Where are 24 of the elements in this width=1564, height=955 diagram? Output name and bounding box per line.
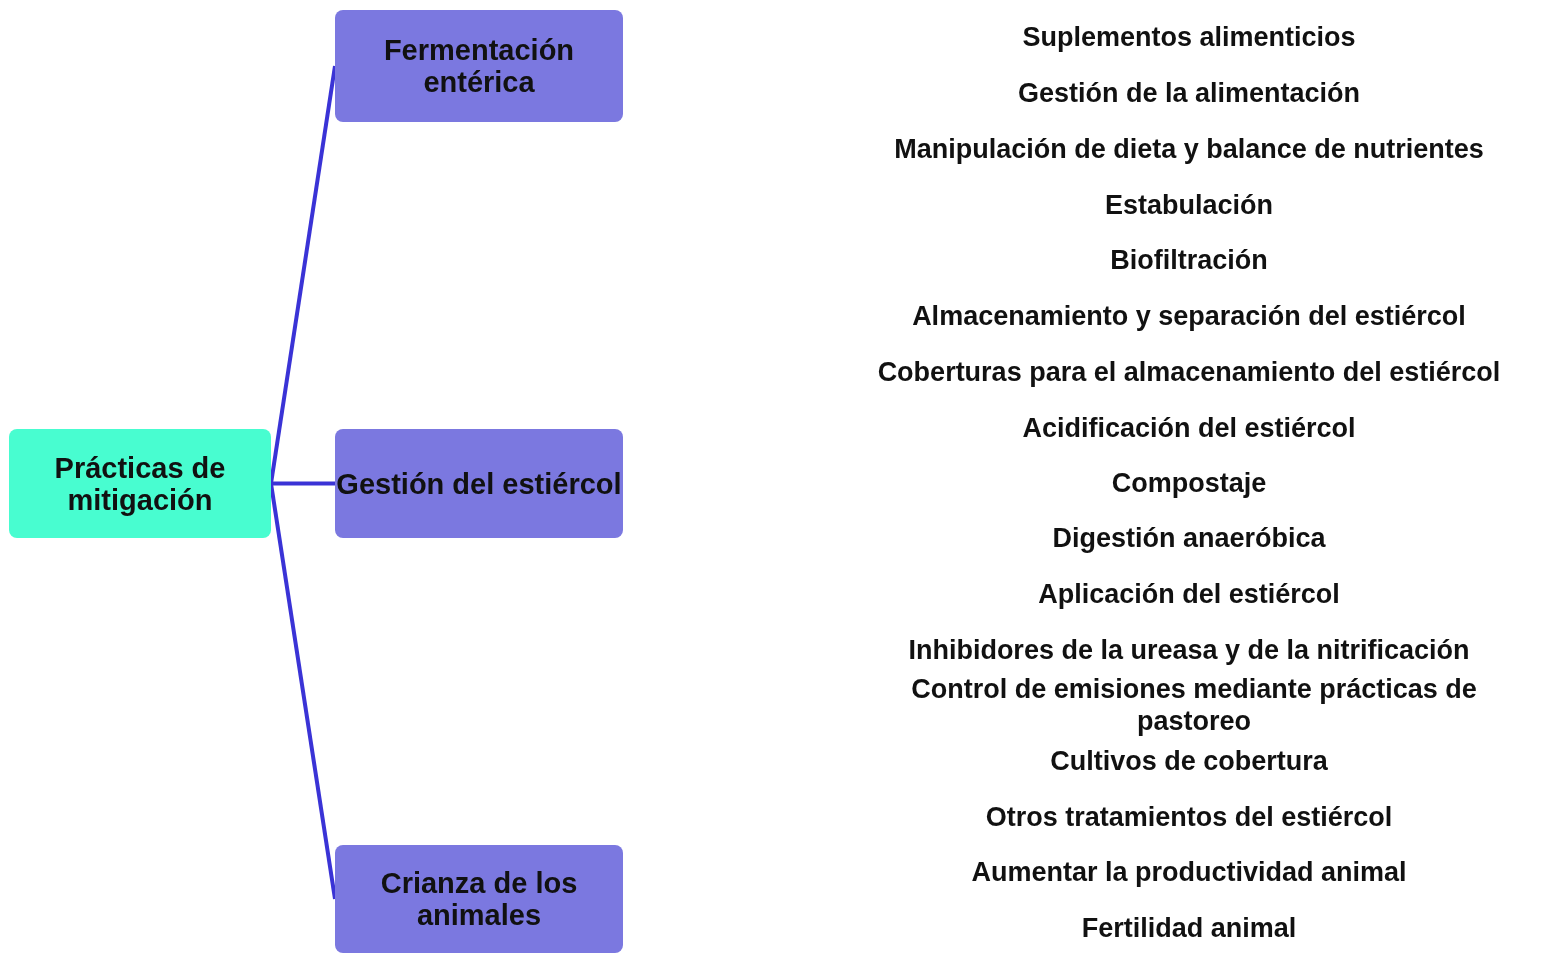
practice-label: Control de emisiones mediante prácticas de pastoreo: [910, 673, 1478, 737]
practice-label: Aplicación del estiércol: [1037, 578, 1341, 610]
practice-label: Cultivos de cobertura: [1049, 745, 1329, 777]
practice-label: Digestión anaeróbica: [1051, 522, 1327, 554]
connector-line: [269, 483, 337, 900]
practice-label: Almacenamiento y separación del estiércol: [911, 300, 1467, 332]
category-box: Crianza de los animales: [335, 845, 623, 953]
practice-label: Suplementos alimenticios: [1021, 21, 1357, 53]
connector-line: [271, 481, 335, 486]
practice-label: Otros tratamientos del estiércol: [984, 801, 1394, 833]
root-box: Prácticas de mitigación: [9, 429, 271, 538]
category-box: Gestión del estiércol: [335, 429, 623, 538]
practice-label: Biofiltración: [1109, 244, 1269, 276]
connector-line: [269, 65, 337, 484]
practice-label: Acidificación del estiércol: [1021, 412, 1357, 444]
practice-label: Fertilidad animal: [1080, 912, 1298, 944]
category-box: Fermentación entérica: [335, 10, 623, 122]
practice-label: Coberturas para el almacenamiento del estiércol: [876, 356, 1502, 388]
practice-label: Manipulación de dieta y balance de nutrientes: [893, 133, 1485, 165]
practice-label: Compostaje: [1110, 467, 1268, 499]
practice-label: Estabulación: [1103, 189, 1274, 221]
practice-label: Aumentar la productividad animal: [970, 856, 1408, 888]
practice-label: Inhibidores de la ureasa y de la nitrificación: [907, 634, 1471, 666]
practice-label: Gestión de la alimentación: [1016, 77, 1362, 109]
